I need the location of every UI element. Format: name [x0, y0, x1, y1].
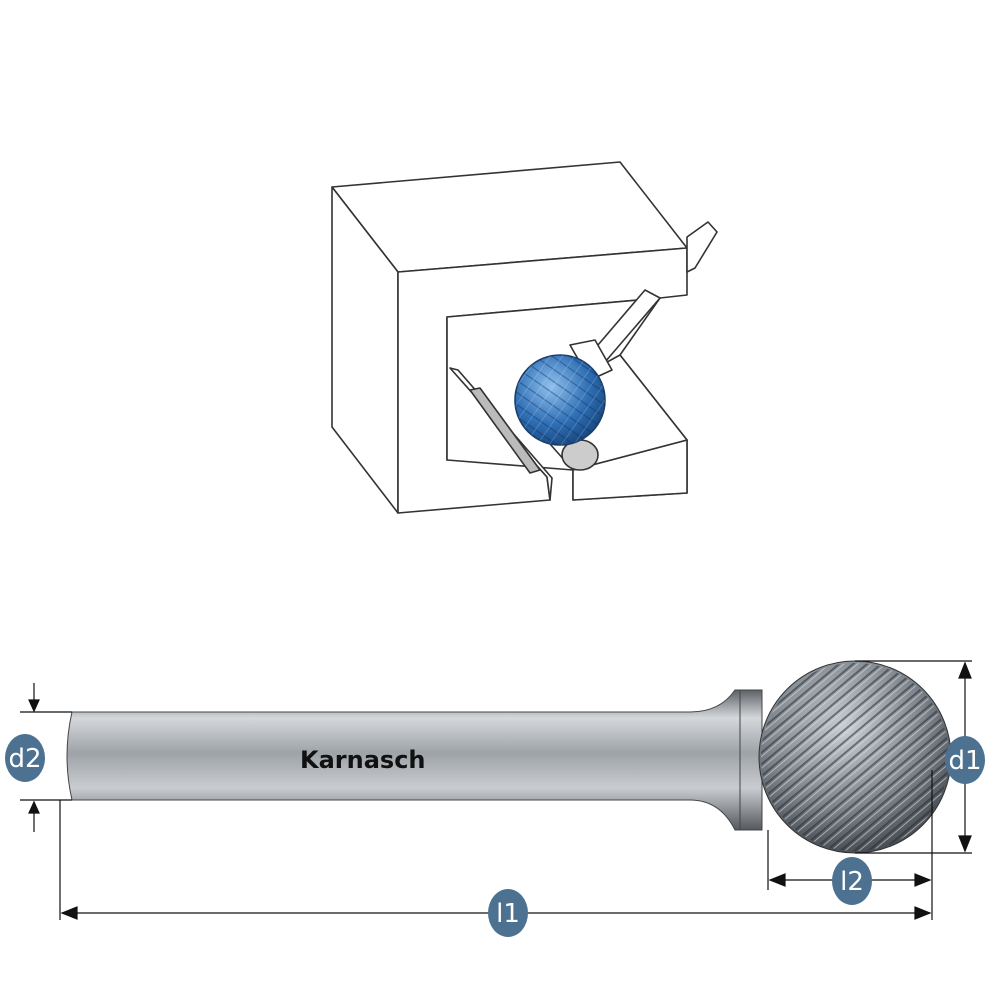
arrow-icon: [958, 661, 972, 679]
label-d2: d2: [8, 744, 41, 774]
brand-logo: Karnasch: [300, 746, 426, 774]
label-d1: d1: [948, 746, 981, 776]
badge-l2: l2: [832, 857, 872, 905]
burr-product: Karnasch: [66, 660, 952, 854]
arrow-icon: [60, 906, 78, 920]
label-l1: l1: [496, 899, 520, 929]
tool-pin-icon: [686, 221, 718, 273]
arrow-icon: [768, 873, 786, 887]
arrow-icon: [28, 800, 40, 814]
arrow-icon: [28, 699, 40, 713]
cut-groove: [469, 387, 541, 474]
arrow-icon: [958, 835, 972, 853]
burr-flutes: [761, 663, 949, 851]
arrow-icon: [914, 906, 932, 920]
arrow-icon: [914, 873, 932, 887]
workpiece-illustration: [331, 161, 718, 514]
label-l2: l2: [840, 867, 864, 897]
burr-teeth-pattern: [515, 355, 605, 445]
badge-d2: d2: [5, 734, 45, 782]
burr-shank: [66, 689, 761, 831]
badge-l1: l1: [488, 889, 528, 937]
badge-d1: d1: [945, 736, 985, 784]
